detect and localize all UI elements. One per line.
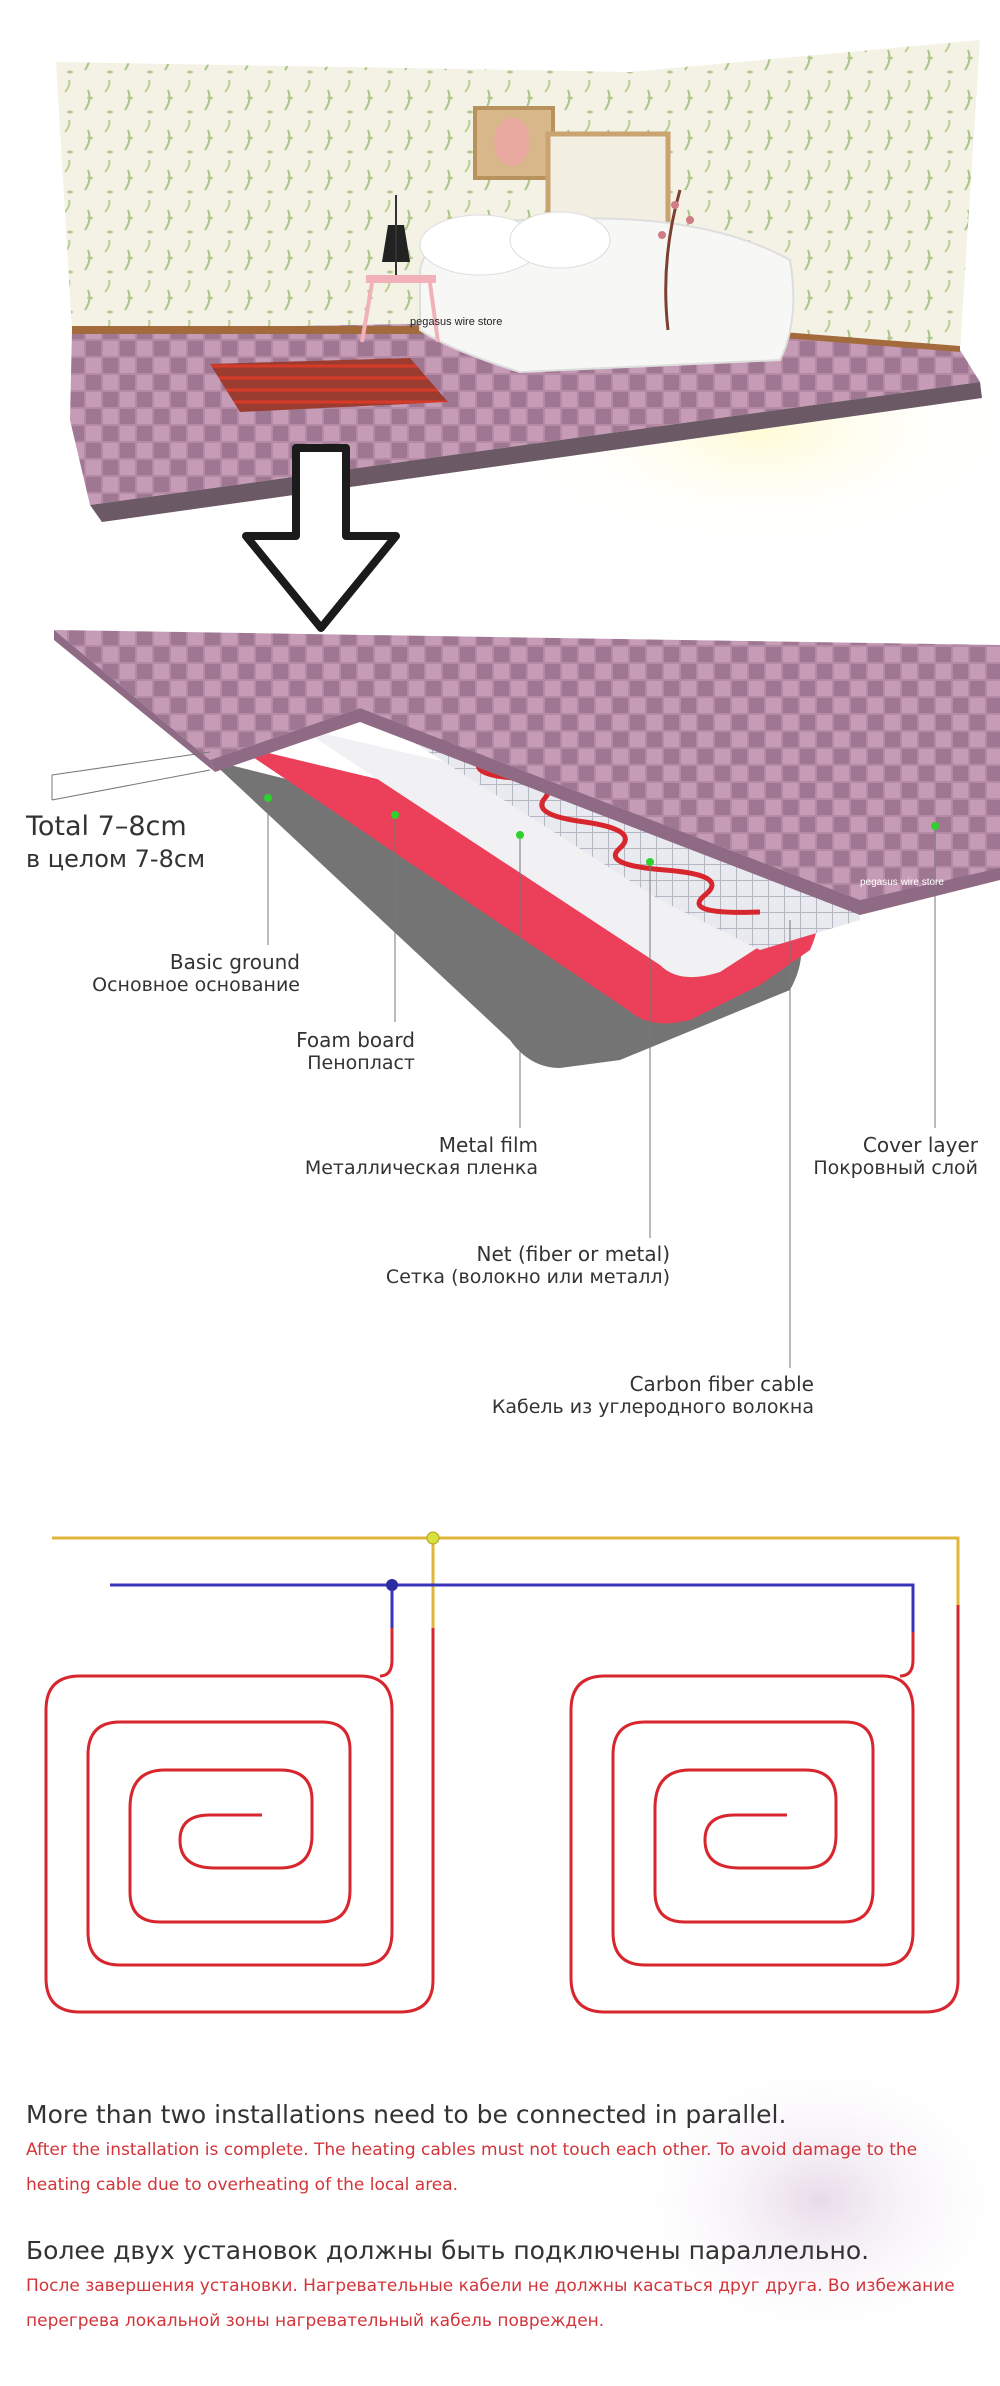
note-en: More than two installations need to be c… bbox=[26, 2100, 976, 2203]
cover-layer-en: Cover layer bbox=[862, 1133, 978, 1157]
cable-label: Carbon fiber cable Кабель из углеродного… bbox=[492, 1372, 814, 1418]
basic-ground-label: Basic ground Основное основание bbox=[92, 950, 300, 996]
basic-ground-en: Basic ground bbox=[169, 950, 300, 974]
metal-film-en: Metal film bbox=[438, 1133, 538, 1157]
metal-film-ru: Металлическая пленка bbox=[304, 1157, 538, 1179]
store-watermark-small: pegasus wire store bbox=[860, 877, 944, 888]
down-arrow-icon bbox=[242, 444, 400, 632]
note-en-body: After the installation is complete. The … bbox=[26, 2140, 918, 2195]
foam-board-en: Foam board bbox=[296, 1028, 415, 1052]
total-thickness-label: Total 7–8cm в целом 7-8см bbox=[26, 810, 205, 874]
note-ru: Более двух установок должны быть подключ… bbox=[26, 2236, 976, 2339]
cover-layer-ru: Покровный слой bbox=[813, 1157, 978, 1179]
layer-cross-section bbox=[54, 630, 1000, 1068]
total-ru: в целом 7-8см bbox=[26, 845, 206, 873]
leader-lines bbox=[51, 751, 936, 1368]
net-en: Net (fiber or metal) bbox=[476, 1242, 670, 1266]
note-ru-heading: Более двух установок должны быть подключ… bbox=[26, 2236, 870, 2265]
wiring-diagram bbox=[44, 1531, 960, 2014]
note-ru-body: После завершения установки. Нагревательн… bbox=[26, 2276, 955, 2331]
note-en-heading: More than two installations need to be c… bbox=[26, 2100, 787, 2129]
mist-decoration bbox=[620, 2050, 1000, 2350]
foam-board-label: Foam board Пенопласт bbox=[296, 1028, 415, 1074]
cable-en: Carbon fiber cable bbox=[629, 1372, 814, 1396]
cover-layer-label: Cover layer Покровный слой bbox=[813, 1133, 978, 1179]
basic-ground-ru: Основное основание bbox=[92, 974, 300, 996]
store-watermark: pegasus wire store bbox=[410, 316, 502, 328]
foam-board-ru: Пенопласт bbox=[307, 1052, 415, 1074]
net-label: Net (fiber or metal) Сетка (волокно или … bbox=[386, 1242, 670, 1288]
net-ru: Сетка (волокно или металл) bbox=[385, 1266, 670, 1288]
cable-ru: Кабель из углеродного волокна bbox=[491, 1396, 814, 1418]
metal-film-label: Metal film Металлическая пленка bbox=[305, 1133, 538, 1179]
room-illustration: pegasus wire store bbox=[56, 40, 1000, 550]
total-en: Total 7–8cm bbox=[26, 811, 187, 842]
